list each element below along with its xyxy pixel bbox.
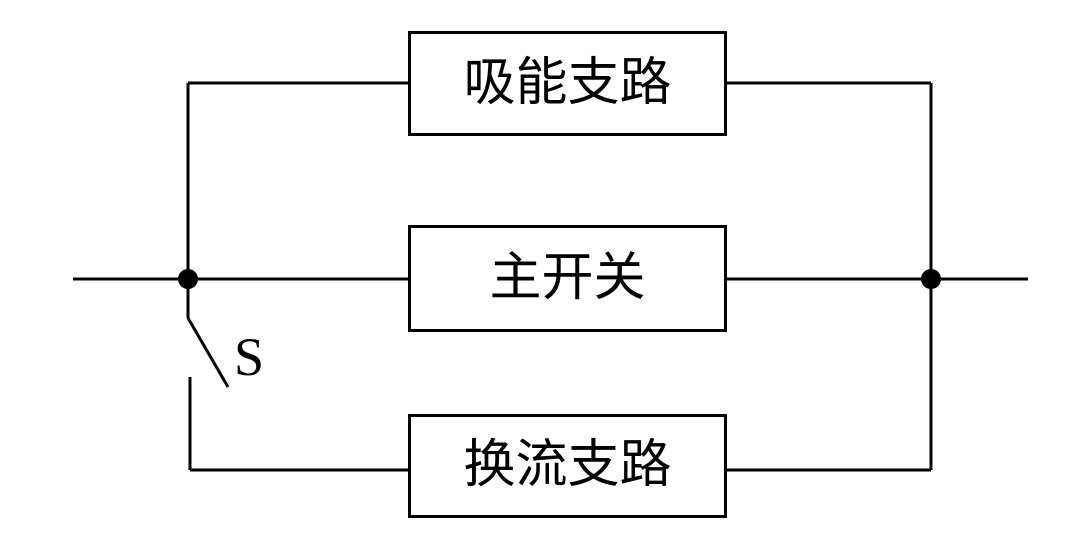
switch-label: S — [234, 327, 265, 387]
box-commutation-branch-label: 换流支路 — [463, 437, 672, 494]
box-main-switch: 主开关 — [408, 225, 727, 332]
junction-dot-right — [921, 269, 941, 289]
switch-blade — [186, 317, 230, 388]
box-commutation-branch: 换流支路 — [408, 414, 727, 518]
box-absorption-branch-label: 吸能支路 — [463, 54, 672, 112]
box-main-switch-label: 主开关 — [489, 249, 646, 307]
junction-dot-left — [178, 269, 198, 289]
box-absorption-branch: 吸能支路 — [408, 31, 727, 136]
